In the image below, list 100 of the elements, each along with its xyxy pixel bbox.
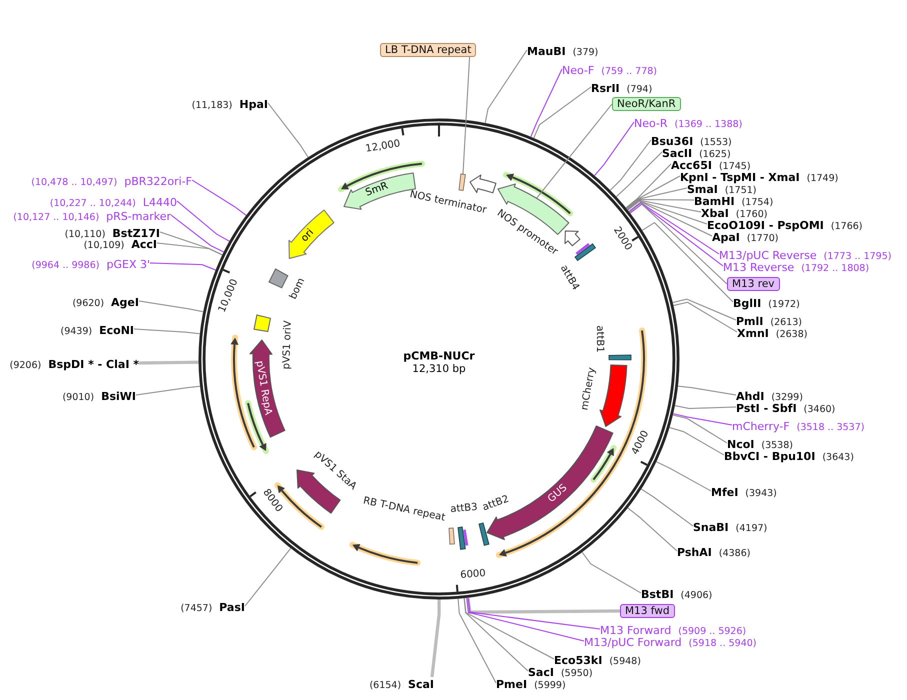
position-number: (1553) bbox=[700, 137, 732, 149]
scale-label: 4000 bbox=[630, 430, 652, 457]
leader-line bbox=[677, 386, 736, 396]
position-number: (1625) bbox=[699, 149, 731, 160]
enzyme-name: SacII bbox=[662, 148, 692, 160]
enzyme-name: Acc65I bbox=[671, 160, 712, 172]
position-range: (759 .. 778) bbox=[601, 66, 657, 78]
position-number: (3643) bbox=[822, 452, 854, 464]
leader-line bbox=[536, 104, 612, 199]
feature-label: RB T-DNA repeat bbox=[362, 495, 446, 525]
leader-line bbox=[672, 298, 736, 320]
position-number: (5948) bbox=[609, 656, 641, 668]
leader-line bbox=[533, 86, 592, 138]
feature-label: ori bbox=[299, 226, 317, 244]
position-number: (379) bbox=[572, 47, 598, 59]
primer-name: pGEX 3' bbox=[106, 259, 150, 271]
position-number: (1749) bbox=[806, 173, 838, 185]
position-number: (1751) bbox=[724, 185, 756, 197]
position-number: (1760) bbox=[736, 209, 768, 220]
feature-label: pVS1 RepA bbox=[252, 360, 274, 416]
enzyme-name: PstI - SbfI bbox=[736, 403, 797, 415]
feature-label: bom bbox=[288, 276, 308, 302]
feature-tag: M13 rev bbox=[727, 277, 780, 291]
leader-line bbox=[582, 552, 642, 594]
position-number: (5999) bbox=[534, 680, 566, 692]
leader-line bbox=[244, 548, 292, 606]
enzyme-name: AgeI bbox=[111, 297, 139, 309]
enzyme-name: AccI bbox=[131, 239, 157, 251]
enzyme-name: HpaI bbox=[239, 99, 268, 111]
enzyme-name: BstBI bbox=[641, 589, 674, 601]
position-number: (9010) bbox=[62, 392, 94, 404]
leader-line bbox=[138, 360, 199, 365]
enzyme-name: MfeI bbox=[711, 487, 738, 499]
position-number: (4386) bbox=[718, 548, 750, 560]
leader-line bbox=[672, 302, 738, 332]
feature-label: pVS1 oriV bbox=[281, 320, 295, 370]
enzyme-name: SmaI bbox=[687, 184, 718, 196]
leader-line bbox=[464, 598, 554, 660]
enzyme-name: BsiWI bbox=[101, 391, 136, 403]
position-number: (2613) bbox=[770, 317, 802, 329]
position-number: (11,183) bbox=[192, 100, 232, 112]
enzyme-name: BglII bbox=[733, 298, 762, 310]
position-number: (10,110) bbox=[64, 229, 106, 240]
position-number: (9439) bbox=[60, 326, 92, 338]
position-number: (794) bbox=[626, 84, 652, 96]
enzyme-name: NcoI bbox=[727, 439, 754, 451]
position-number: (9206) bbox=[10, 360, 42, 372]
enzyme-name: SnaBI bbox=[693, 522, 729, 534]
primer-name: Neo-R bbox=[634, 118, 668, 130]
scale-label: 12,000 bbox=[365, 139, 402, 155]
position-number: (9620) bbox=[72, 298, 104, 310]
leader-line bbox=[610, 140, 652, 191]
leader-line bbox=[134, 328, 200, 334]
position-number: (3460) bbox=[804, 404, 836, 416]
leader-line bbox=[674, 405, 736, 409]
leader-line bbox=[630, 204, 724, 266]
feature-tag: NeoR/KanR bbox=[612, 97, 681, 111]
position-number: (1745) bbox=[718, 161, 751, 173]
position-number: (4906) bbox=[680, 590, 712, 602]
primer-name: mCherry-F bbox=[732, 421, 790, 433]
position-number: (7457) bbox=[180, 603, 212, 615]
primer-name: pRS-marker bbox=[106, 211, 171, 223]
leader-line bbox=[656, 461, 712, 492]
leader-line bbox=[170, 214, 224, 252]
position-range: (5918 .. 5940) bbox=[688, 638, 757, 650]
primer-name: M13/pUC Forward bbox=[584, 637, 682, 649]
enzyme-name: PasI bbox=[219, 602, 245, 614]
feature-label: attB1 bbox=[593, 325, 605, 353]
leader-line bbox=[268, 102, 309, 158]
primer-name: M13 Forward bbox=[600, 625, 672, 637]
leader-line bbox=[150, 262, 216, 271]
leader-line bbox=[640, 488, 694, 526]
leader-line bbox=[626, 200, 702, 212]
leader-line bbox=[626, 199, 694, 210]
enzyme-name: ApaI bbox=[712, 232, 740, 244]
enzyme-name: KpnI - TspMI - XmaI bbox=[680, 172, 800, 184]
position-range: (1773 .. 1795) bbox=[824, 251, 892, 263]
feature-label: attB2 bbox=[481, 494, 511, 514]
enzyme-name: XbaI bbox=[701, 208, 729, 220]
enzyme-name: SacI bbox=[528, 667, 554, 679]
leader-line bbox=[156, 242, 223, 256]
leader-line bbox=[627, 507, 678, 552]
position-number: (1766) bbox=[830, 221, 862, 233]
primer-name: pBR322ori-F bbox=[124, 176, 192, 188]
leader-line bbox=[626, 176, 680, 209]
position-range: (5909 .. 5926) bbox=[678, 626, 746, 638]
plasmid-length: 12,310 bp bbox=[412, 363, 466, 375]
feature-label: mCherry bbox=[579, 366, 599, 412]
enzyme-name: PshAI bbox=[677, 547, 712, 559]
leader-line bbox=[468, 597, 600, 630]
leader-line bbox=[430, 600, 441, 678]
feature-label: SmR bbox=[364, 180, 390, 200]
enzyme-name: PmeI bbox=[496, 679, 528, 691]
feature-label: attB3 bbox=[450, 502, 478, 516]
leader-line bbox=[616, 152, 662, 198]
plasmid-name: pCMB-NUCr bbox=[403, 350, 475, 362]
enzyme-name: BamHI bbox=[694, 196, 735, 208]
leader-line bbox=[136, 386, 201, 396]
position-number: (5950) bbox=[560, 668, 593, 680]
position-range: (1369 .. 1388) bbox=[674, 119, 742, 131]
